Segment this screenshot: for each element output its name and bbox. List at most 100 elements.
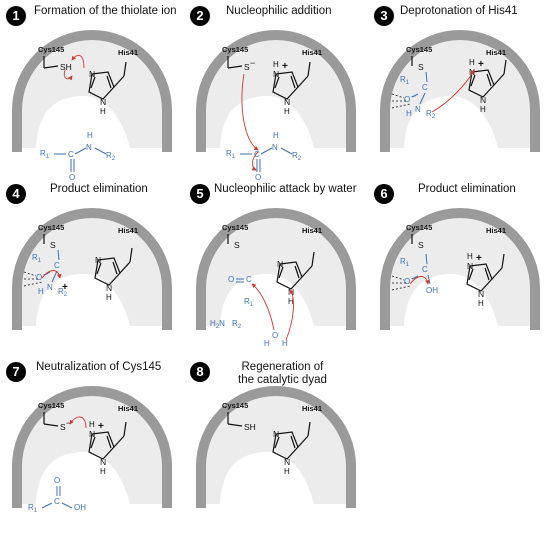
substrate-nh: H: [87, 131, 93, 140]
his-n-top: N: [95, 255, 101, 265]
oxyanion-o: O: [404, 95, 410, 104]
his-n-top: N: [273, 69, 279, 79]
his-n-top: N: [273, 429, 279, 439]
substrate-cn-bond: [260, 147, 273, 155]
step-title-line: Formation of the thiolate ion: [34, 5, 177, 17]
his41-linker: [119, 261, 131, 274]
acid-bond: [41, 502, 53, 509]
arrow-proton-return: [69, 416, 87, 429]
his-h-top: H: [469, 58, 475, 67]
his-positive-charge: +: [98, 421, 104, 432]
substrate-r1: R1: [226, 149, 236, 160]
his-n-bottom: N: [480, 95, 486, 105]
intermediate-c: C: [54, 261, 60, 270]
imidazole-ring: [466, 263, 493, 292]
cys145-label: Cys145: [222, 401, 248, 410]
substrate-carbonyl-c: C: [68, 150, 74, 159]
imidazole-ring: [94, 257, 121, 286]
intermediate-cs-bond: [57, 249, 60, 261]
step-number-badge: 2: [190, 6, 210, 26]
cys145-label: Cys145: [406, 45, 432, 54]
his41-linker: [123, 421, 127, 437]
thioester-s: S: [234, 240, 240, 250]
intermediate-c: C: [422, 265, 428, 274]
imidazole-double-bond: [274, 76, 280, 89]
cys145-chain: [43, 65, 59, 69]
his41-label: His41: [486, 48, 506, 57]
thioester-c: C: [246, 275, 252, 284]
step-title: Neutralization of Cys145: [36, 361, 161, 374]
intermediate-oh: OH: [426, 286, 438, 295]
imidazole-double-bond: [470, 74, 476, 87]
arrow-sh-bond: [63, 69, 73, 81]
his-h-bottom: H: [284, 467, 290, 476]
cys145-label: Cys145: [222, 223, 248, 232]
imidazole-double-bond: [90, 76, 96, 89]
step-title: Formation of the thiolate ion: [34, 5, 177, 18]
step-title-line: the catalytic dyad: [238, 374, 327, 386]
thiolate-s: S: [418, 62, 424, 72]
intermediate-cs-bond: [425, 253, 428, 265]
step-title: Product elimination: [418, 183, 516, 196]
thiolate-s: S: [60, 422, 66, 432]
thiolate-charge: −: [250, 58, 255, 68]
imidazole-ring: [88, 71, 115, 100]
intermediate-r1: R1: [400, 75, 410, 86]
intermediate-c: C: [422, 83, 428, 92]
his41-linker: [491, 267, 503, 280]
intermediate-cs-bond: [425, 71, 428, 83]
active-site-pocket: [202, 36, 350, 148]
imidazole-double-bond: [90, 436, 96, 449]
substrate-nh: H: [273, 131, 279, 140]
substrate-n: N: [86, 143, 92, 152]
his41-label: His41: [302, 48, 322, 57]
thioester-r1: R1: [244, 297, 254, 308]
his-h-bottom: H: [288, 297, 294, 306]
step-title: Nucleophilic addition: [226, 5, 331, 18]
water-o: O: [272, 331, 278, 340]
oxyanion-hole-hbond: [23, 281, 43, 287]
released-r2: R2: [232, 319, 242, 330]
active-site-pocket: [18, 214, 166, 326]
panel-header: 7 Neutralization of Cys145: [2, 358, 182, 392]
imidazole-double-bond: [106, 75, 112, 89]
step-number-badge: 7: [6, 362, 26, 382]
oxyanion-hole-hbond: [391, 103, 411, 109]
his41-label: His41: [118, 226, 138, 235]
his-h-bottom: H: [478, 299, 484, 308]
his-h-top: H: [273, 60, 279, 69]
water-h: H: [264, 339, 270, 348]
imidazole-double-bond: [112, 261, 118, 275]
his41-linker: [297, 75, 309, 88]
step-title-line: Product elimination: [418, 183, 516, 195]
arrow-deprotonation: [285, 289, 295, 341]
active-site-pocket: [386, 214, 534, 326]
his-n-top: N: [89, 429, 95, 439]
his-h-bottom: H: [100, 107, 106, 116]
his-h-bottom: H: [284, 107, 290, 116]
substrate-r2: R2: [292, 151, 302, 162]
step-title-line: Deprotonation of His41: [400, 5, 518, 17]
imidazole-double-bond: [484, 267, 490, 281]
imidazole-double-bond: [294, 265, 300, 279]
substrate-r1: R1: [40, 149, 50, 160]
his41-linker: [503, 59, 507, 75]
intermediate-r1: R1: [32, 253, 42, 264]
imidazole-double-bond: [468, 268, 474, 281]
active-site-pocket: [18, 36, 166, 148]
imidazole-ring: [272, 431, 299, 460]
his-n-bottom: N: [284, 97, 290, 107]
intermediate-r1: R1: [400, 257, 410, 268]
